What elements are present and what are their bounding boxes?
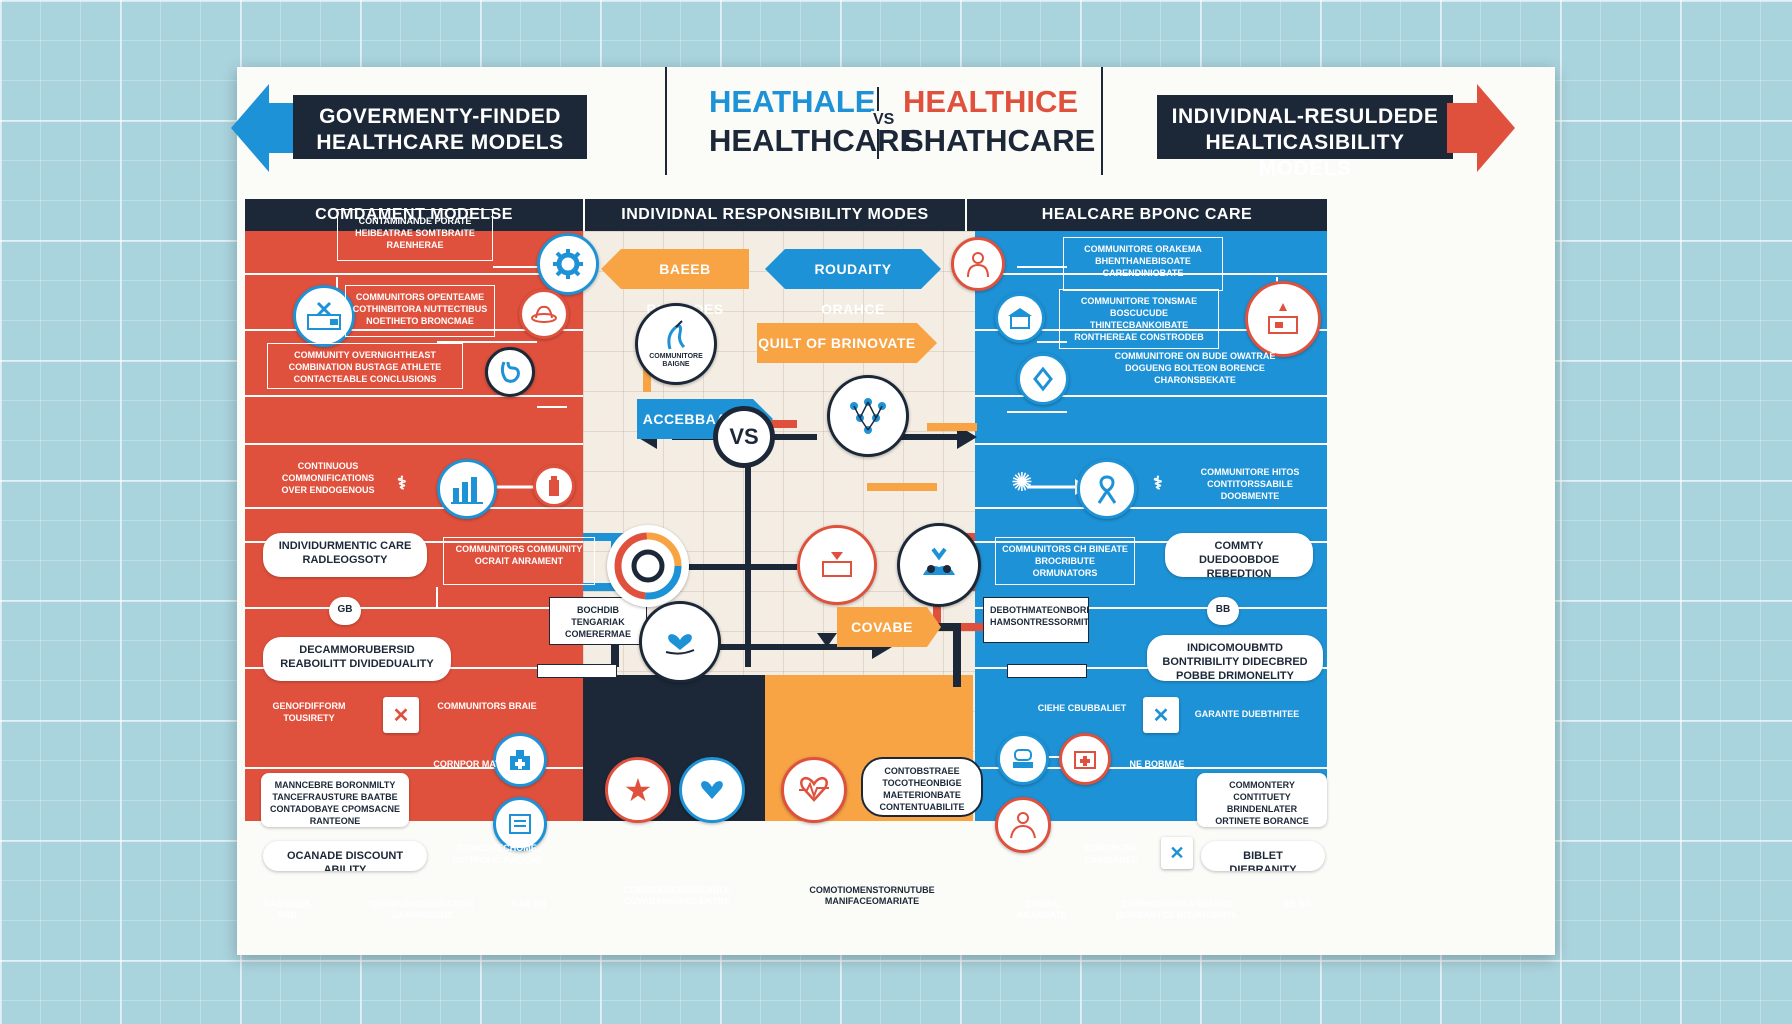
hospital-icon bbox=[995, 293, 1045, 343]
left-footer-3: RAE RB bbox=[511, 899, 547, 909]
bar-chart-icon bbox=[437, 459, 497, 519]
right-caduceus-icon: ⚕ bbox=[1153, 473, 1163, 493]
center-footer-orange: COMOTIOMENSTORNUTUBE MANIFACEOMARIATE bbox=[809, 885, 935, 906]
star-icon: ★ bbox=[605, 757, 671, 823]
right-box-8: NE BOBMAE bbox=[1129, 759, 1185, 769]
left-box-8: CORNPOR MAT bbox=[433, 759, 501, 769]
first-aid-icon bbox=[1059, 733, 1111, 785]
left-arrow-label bbox=[537, 664, 617, 678]
doctor-icon bbox=[951, 237, 1005, 291]
gauge-icon bbox=[607, 525, 689, 607]
right-white-box-1: DEBOTHMATEONBORE HAMSONTRESSORMITY bbox=[983, 597, 1089, 643]
left-box-2: COMMUNITORS OPENTEAME COTHINBITORA NUTTE… bbox=[345, 285, 495, 337]
right-pill-4: BIBLET DIEBRANITY bbox=[1201, 841, 1325, 871]
medical-kit-icon bbox=[1245, 281, 1321, 357]
center-tag-2: ROUDAITY ORAHCE bbox=[785, 249, 921, 317]
right-arrow-label bbox=[1007, 664, 1087, 678]
right-box-6: CIEHE CBUBBALIET bbox=[1037, 703, 1127, 713]
right-box-5: COMMUNITORS CH BINEATE BROCRIBUTE ORMUNA… bbox=[995, 537, 1135, 585]
infographic-poster: GOVERMENTY-FINDED HEALTHCARE MODELS HEAT… bbox=[231, 67, 1555, 955]
network-cluster-icon bbox=[827, 375, 909, 457]
heartbeat-icon bbox=[781, 757, 847, 823]
virus-icon: ✺ bbox=[1011, 467, 1033, 497]
right-x-icon-2: ✕ bbox=[1161, 837, 1193, 869]
right-footer-3: RB BR bbox=[1282, 899, 1312, 909]
left-box-7: COMMUNITORS BRAIE bbox=[437, 701, 537, 711]
scale-icon bbox=[997, 733, 1049, 785]
right-title-line2: HEALTICASIBILITY MODELS bbox=[1205, 131, 1405, 180]
right-footer-2: COMMOTIONIRANDANCE BOMSANTCE BOVATORATE bbox=[1116, 899, 1238, 920]
connector-lines bbox=[336, 266, 1278, 758]
center-title-right-top: HEALTHICE bbox=[903, 84, 1079, 119]
left-title: GOVERMENTY-FINDED HEALTHCARE MODELS bbox=[293, 95, 587, 159]
left-white-box-1: BOCHDIB TENGARIAK COMERERMAE bbox=[549, 597, 647, 645]
left-pill-1: INDIVIDURMENTIC CARE RADLEOGSOTY bbox=[263, 533, 427, 577]
right-title-line1: INDIVIDNAL-RESULDEDE bbox=[1171, 105, 1439, 128]
left-title-line2: HEALTHCARE MODELS bbox=[316, 131, 564, 154]
community-hands-icon bbox=[897, 523, 981, 607]
heart-handshake-icon bbox=[679, 757, 745, 823]
vs-badge: VS bbox=[713, 406, 775, 468]
right-box-9: CUMDBONE CAINDANEE bbox=[1084, 843, 1138, 865]
left-pill-2: DECAMMORUBERSID REABOILITT DIVIDEDUALITY bbox=[263, 637, 451, 681]
left-box-6: GENOFDIFFORM TOUSIRETY bbox=[272, 701, 346, 723]
right-pill-2: INDICOMOUBMTD BONTRIBILITY DIDECBRED POB… bbox=[1147, 635, 1323, 681]
right-box-3: COMMUNITORE ON BUDE OWATRAE DOGUENG BOLT… bbox=[1114, 351, 1276, 385]
section-header-right: HEALCARE BPONC CARE bbox=[967, 199, 1327, 231]
left-footer-2: COMMUNIGENERATION GAMINGEBUS bbox=[370, 899, 474, 920]
right-x-cancel-icon: ✕ bbox=[1143, 697, 1179, 733]
x-cancel-icon: ✕ bbox=[383, 697, 419, 733]
left-box-5: COMMUNITORS COMMUNITY OCRAIT ANRAMENT bbox=[443, 537, 595, 585]
center-title-left-top: HEATHALE bbox=[709, 84, 876, 119]
heart-hand-icon bbox=[639, 601, 721, 683]
caduceus-icon: ⚕ bbox=[397, 473, 407, 493]
left-badge-1: GB bbox=[329, 597, 361, 625]
right-badge-1: BB bbox=[1207, 597, 1239, 625]
right-box-4: COMMUNITORE HITOS CONTITORSSABILE DOOBME… bbox=[1200, 467, 1300, 501]
ribbon-leaf-icon bbox=[1017, 353, 1069, 405]
right-pill-3: COMMONTERY CONTITUETY BRINDENLATER ORTIN… bbox=[1197, 773, 1327, 827]
center-tag-5: COVABE bbox=[837, 607, 927, 647]
right-box-2: COMMUNITORE TONSMAE BOSCUCUDE THINTECBAN… bbox=[1059, 289, 1219, 349]
health-support-label: COMMUNITORE BAIGNE bbox=[649, 353, 703, 368]
left-box-4: CONTINUOUS COMMONIFICATIONS OVER ENDOGEN… bbox=[281, 461, 375, 495]
right-footer-1: CRMAE ABABBATE bbox=[1017, 899, 1067, 920]
right-pill-1: COMMTY DUEDOOBDOE REBEDTION bbox=[1165, 533, 1313, 577]
health-data-icon bbox=[797, 525, 877, 605]
center-pill: CONTOBSTRAEE TOCOTHEONBIGE MAETERIONBATE… bbox=[861, 757, 983, 817]
hospital-building-icon bbox=[493, 733, 547, 787]
left-pill-3: MANNCEBRE BORONMILTY TANCEFRAUSTURE BAAT… bbox=[261, 773, 409, 827]
health-support-icon: COMMUNITORE BAIGNE bbox=[635, 303, 717, 385]
section-header-center: INDIVIDNAL RESPONSIBILITY MODES bbox=[585, 199, 965, 231]
awareness-ribbon-icon bbox=[1077, 459, 1137, 519]
stomach-icon bbox=[485, 347, 535, 397]
left-box-9: COMCOTECHOME DIOTROLIC RADENS bbox=[452, 843, 542, 865]
left-footer-1: RAENGIEB RBB bbox=[263, 899, 311, 920]
left-title-line1: GOVERMENTY-FINDED bbox=[319, 105, 561, 128]
right-arrow-head bbox=[1477, 84, 1515, 172]
center-tag-1: BAEEB BUSINOES bbox=[621, 249, 749, 317]
clipboard-icon bbox=[493, 797, 547, 851]
right-title: INDIVIDNAL-RESULDEDE HEALTICASIBILITY MO… bbox=[1157, 95, 1453, 180]
center-tag-3: QUILT OF BRINOVATE bbox=[757, 323, 917, 363]
medicine-bottle-icon bbox=[533, 465, 575, 507]
right-box-1: COMMUNITORE ORAKEMA BHENTHANEBISOATE CAR… bbox=[1063, 237, 1223, 291]
hat-icon bbox=[519, 289, 569, 339]
gear-icon bbox=[537, 233, 599, 295]
left-box-1: CONTAMINANDE PORATE HEIBEATRAE SOMTBRAIT… bbox=[337, 209, 493, 261]
left-box-3: COMMUNITY OVERNIGHTHEAST COMBINATION BUS… bbox=[267, 343, 463, 389]
center-footer-navy: COMBIDEMORAGEABLE CUVABANIGABE ENTRE bbox=[623, 885, 731, 906]
center-title-vs: VS bbox=[871, 111, 897, 129]
left-arrow-head bbox=[231, 84, 269, 172]
caregiver-icon bbox=[995, 797, 1051, 853]
right-box-7: GARANTE DUEBTHITEE bbox=[1194, 709, 1300, 719]
section-header-left: COMDAMENT MODELSE bbox=[245, 199, 583, 231]
medical-id-card-icon bbox=[293, 285, 355, 347]
left-pill-4: OCANADE DISCOUNT ABILITY bbox=[263, 841, 427, 871]
center-title-right-bottom: SHATHCARE bbox=[903, 123, 1096, 158]
